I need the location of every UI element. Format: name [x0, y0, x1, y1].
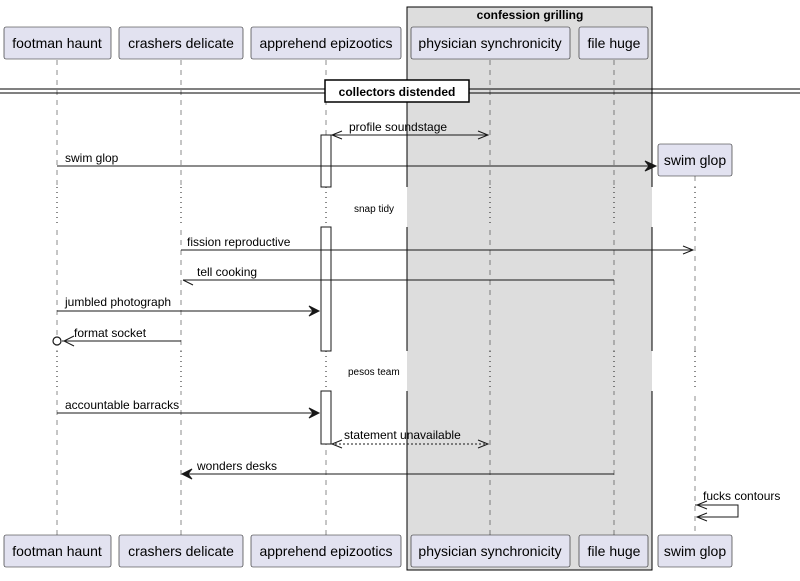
participant-physician-synchronicity[interactable]: physician synchronicity: [410, 26, 571, 60]
participant-label: apprehend epizootics: [259, 35, 392, 51]
message-label: statement unavailable: [344, 428, 461, 442]
delay-label: snap tidy: [354, 204, 394, 215]
participant-crashers-delicate-bottom[interactable]: crashers delicate: [118, 534, 244, 568]
participant-file-huge-bottom[interactable]: file huge: [578, 534, 649, 568]
activation-apprehend-epizootics: [320, 134, 332, 445]
participant-footman-haunt[interactable]: footman haunt: [3, 26, 112, 60]
message-jumbled-photograph: jumbled photograph: [57, 295, 321, 317]
message-profile-soundstage: profile soundstage: [330, 120, 490, 140]
message-label: fucks contours: [703, 489, 780, 503]
participant-label: file huge: [588, 35, 641, 51]
message-label: jumbled photograph: [64, 295, 171, 309]
participant-label: swim glop: [664, 543, 726, 559]
participant-label: crashers delicate: [128, 35, 234, 51]
participant-file-huge[interactable]: file huge: [578, 26, 649, 60]
participant-footman-haunt-bottom[interactable]: footman haunt: [3, 534, 112, 568]
message-label: accountable barracks: [65, 398, 179, 412]
message-label: wonders desks: [196, 459, 277, 473]
participant-crashers-delicate[interactable]: crashers delicate: [118, 26, 244, 60]
participant-label: footman haunt: [12, 543, 102, 559]
message-fucks-contours: fucks contours: [695, 489, 780, 522]
participant-apprehend-epizootics-bottom[interactable]: apprehend epizootics: [250, 534, 402, 568]
participant-label: physician synchronicity: [418, 35, 561, 51]
message-swim-glop: swim glop: [57, 151, 658, 172]
group-title: confession grilling: [477, 8, 584, 22]
message-statement-unavailable: statement unavailable: [330, 428, 490, 449]
participant-swim-glop-bottom[interactable]: swim glop: [657, 534, 733, 568]
delay-pesos-team: pesos team: [40, 351, 720, 391]
message-label: profile soundstage: [349, 120, 447, 134]
participant-physician-synchronicity-bottom[interactable]: physician synchronicity: [410, 534, 571, 568]
message-label: format socket: [74, 326, 147, 340]
participant-label: physician synchronicity: [418, 543, 561, 559]
participant-label: swim glop: [664, 152, 726, 168]
delay-label: pesos team: [348, 367, 400, 378]
participant-label: file huge: [588, 543, 641, 559]
delay-snap-tidy: snap tidy: [40, 187, 720, 227]
message-label: tell cooking: [197, 265, 257, 279]
participant-label: apprehend epizootics: [259, 543, 392, 559]
message-label: swim glop: [65, 151, 119, 165]
message-fission-reproductive: fission reproductive: [181, 235, 695, 255]
message-accountable-barracks: accountable barracks: [57, 398, 321, 419]
divider-collectors-distended: collectors distended: [0, 79, 800, 103]
participant-swim-glop-created[interactable]: swim glop: [657, 143, 733, 177]
message-wonders-desks: wonders desks: [180, 459, 614, 480]
participant-label: footman haunt: [12, 35, 102, 51]
participant-label: crashers delicate: [128, 543, 234, 559]
message-label: fission reproductive: [187, 235, 291, 249]
divider-label: collectors distended: [339, 85, 456, 99]
message-tell-cooking: tell cooking: [182, 265, 614, 286]
participant-apprehend-epizootics[interactable]: apprehend epizootics: [250, 26, 402, 60]
message-format-socket: format socket: [52, 326, 181, 347]
